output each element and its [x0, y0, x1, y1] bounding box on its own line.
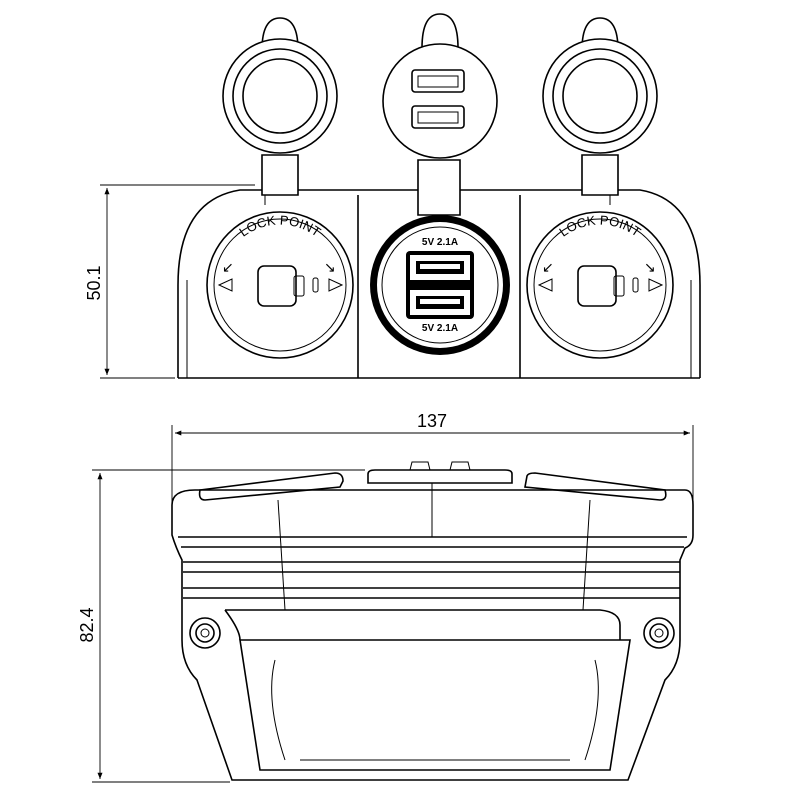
- triangle-marker-icon: [537, 278, 553, 292]
- triangle-marker-icon: [217, 278, 233, 292]
- screw-hole-icon: [643, 617, 675, 649]
- dimension-top-height: 50.1: [84, 184, 255, 379]
- triangle-marker-icon: [648, 278, 664, 292]
- lock-arrow-left-icon: ↙: [222, 259, 234, 275]
- screw-hole-icon: [189, 617, 221, 649]
- left-socket-cap: [222, 17, 338, 196]
- dimension-width: 137: [171, 411, 694, 505]
- right-socket-cap: [542, 17, 658, 196]
- lock-arrow-left-icon: ↙: [542, 259, 554, 275]
- side-view: 137: [77, 411, 694, 783]
- caps-profile: [198, 461, 667, 501]
- usb-port-icon: [410, 255, 470, 280]
- usb-port-icon: [410, 290, 470, 315]
- top-view: LOCK POINT ↙ ↘ 5V 2.1A: [84, 13, 701, 379]
- right-lock-point-label: LOCK POINT: [556, 212, 643, 239]
- right-12v-socket: LOCK POINT ↙ ↘: [526, 211, 674, 359]
- triangle-marker-icon: [328, 278, 344, 292]
- dimension-top-height-label: 50.1: [84, 265, 104, 300]
- usb-port-bottom-label: 5V 2.1A: [422, 323, 458, 334]
- left-12v-socket: LOCK POINT ↙ ↘: [206, 211, 354, 359]
- left-lock-point-label: LOCK POINT: [236, 212, 323, 239]
- usb-charger-socket: 5V 2.1A 5V 2.1A: [370, 215, 510, 355]
- side-body: [171, 483, 694, 781]
- usb-port-top-label: 5V 2.1A: [422, 237, 458, 248]
- lock-arrow-right-icon: ↘: [324, 259, 336, 275]
- dimension-bottom-height-label: 82.4: [77, 607, 97, 642]
- lock-arrow-right-icon: ↘: [644, 259, 656, 275]
- usb-cap: [382, 13, 498, 216]
- dimension-width-label: 137: [417, 411, 447, 431]
- dimension-bottom-height: 82.4: [77, 469, 365, 783]
